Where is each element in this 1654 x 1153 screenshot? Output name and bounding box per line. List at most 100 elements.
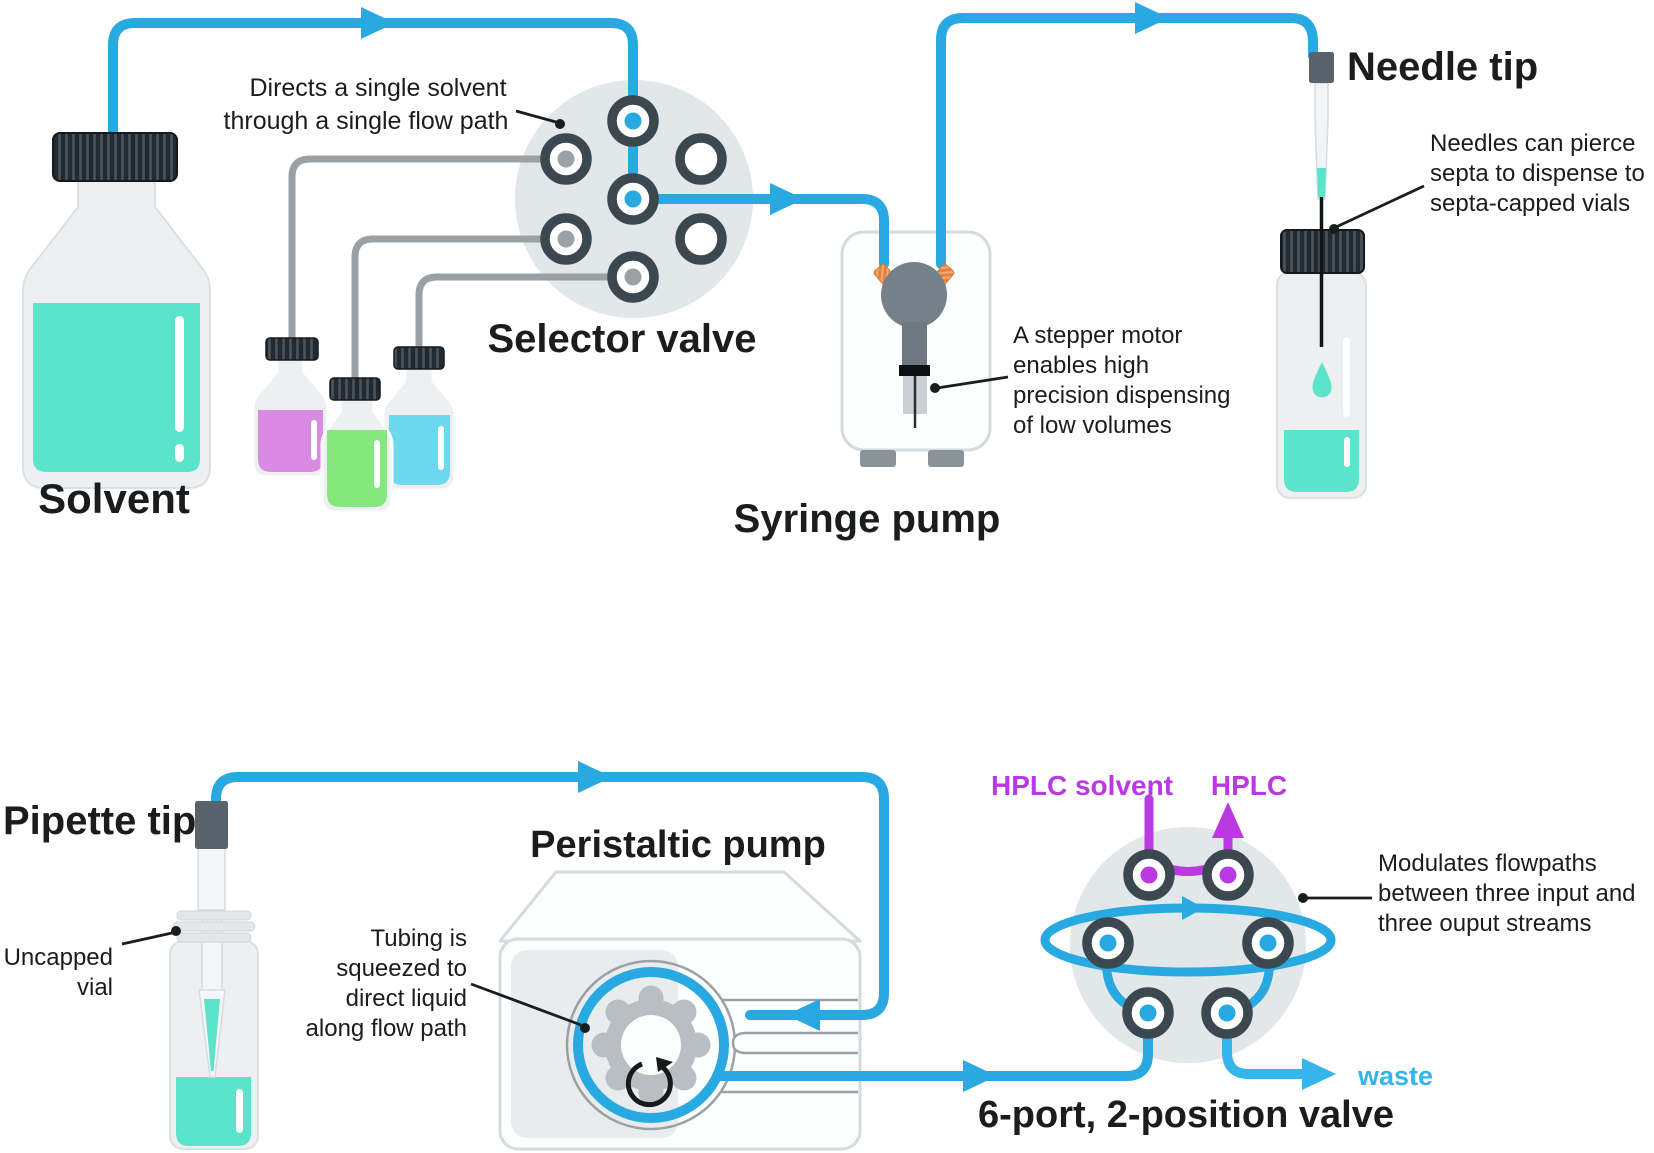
selector-valve-ports [540,95,727,303]
pipette-shaft [201,907,223,993]
flow-path-pipette-to-pump [211,772,889,1020]
bottle-cap [329,377,381,401]
pump-top-face [498,870,862,943]
tubing-note-line2: squeezed to [336,955,467,982]
leader-dot [580,1023,590,1033]
highlight [311,420,317,460]
stepper-note-line3: precision dispensing [1013,382,1230,409]
flow-arrow-icon [770,183,804,215]
leader-line [1333,184,1425,230]
highlight [374,440,380,488]
solvent-tube-2 [351,235,570,386]
highlight [236,1089,243,1133]
flow-path-pump-to-valve [714,1008,1153,1081]
bottle-liquid [327,430,387,507]
highlight [1344,437,1350,467]
vial-liquid [176,1077,251,1146]
leader-line [470,982,582,1027]
pipette-shaft-upper [197,847,226,911]
leader-line [121,931,173,946]
bottle-liquid [33,303,200,472]
flow-arrow-icon [361,7,395,39]
tubing-note-line1: Tubing is [371,925,468,952]
leader-dot [1298,893,1308,903]
flow-path-pump-to-needle [936,13,1318,269]
highlight [438,426,444,470]
highlight [175,316,184,432]
port-lower-left [540,213,592,265]
pump-foot [928,450,964,467]
syringe-pump-label: Syringe pump [734,497,1001,541]
port-top [607,95,659,147]
leader-line [936,375,1009,390]
vial-liquid [1284,430,1359,492]
port-lower-right [675,213,727,265]
vial-neck-thread [176,932,252,943]
flow-arrow-icon [963,1060,997,1092]
bottle-cap [52,132,178,182]
uncapped-vial [169,847,259,1150]
droplet-icon [1312,362,1332,398]
vial-neck-thread [172,921,256,932]
port-upper-left [540,133,592,185]
port-top-right [1202,849,1254,901]
valve-note-line3: three ouput streams [1378,910,1591,937]
gear-hub [621,1015,681,1075]
bottle-cap [393,346,445,370]
highlight [175,444,184,462]
pipette-tip-label: Pipette tip [3,799,196,843]
needle-note-line2: septa to dispense to [1430,160,1645,187]
valve-note-line1: Modulates flowpaths [1378,850,1597,877]
empty-tube-slot [731,1031,858,1055]
pump-tube-wrap [573,967,729,1123]
flow-arrow-icon [1135,2,1169,34]
highlight [1343,337,1350,417]
hplc-solvent-label: HPLC solvent [991,770,1173,801]
small-bottle-green [320,377,394,514]
small-bottle-cyan [381,346,457,492]
leader-dot [171,926,181,936]
stepper-note-line1: A stepper motor [1013,322,1182,349]
flow-arrow-icon [578,761,612,793]
port-top-left [1123,849,1175,901]
waste-arrow-icon [1302,1058,1336,1090]
pump-rotor-gear [591,985,711,1108]
tubing-note-line4: along flow path [306,1015,467,1042]
small-bottle-purple [251,337,330,479]
six-port-valve-label: 6-port, 2-position valve [978,1094,1394,1136]
leader-line [515,109,557,124]
port-right [1242,917,1294,969]
hplc-arrow-icon [1212,802,1244,838]
pump-foot [860,450,896,467]
port-bottom [607,251,659,303]
needle-note-line1: Needles can pierce [1430,130,1635,157]
syringe-collar [899,365,930,376]
port-center [607,173,659,225]
rotation-arrowhead-icon [656,1057,673,1072]
stepper-note-line2: enables high [1013,352,1149,379]
leader-dot [1329,224,1339,234]
stepper-note-line4: of low volumes [1013,412,1172,439]
needle-connector [1309,52,1334,83]
selector-valve-label: Selector valve [487,317,756,361]
rotation-arrow-icon [625,1061,673,1108]
port-left [1082,917,1134,969]
uncapped-note-line2: vial [77,974,113,1001]
solvent-bottle [22,132,211,489]
pipette-liquid [204,999,220,1071]
selector-note-line2: through a single flow path [224,107,509,135]
syringe-barrel [902,322,927,369]
selector-note-line1: Directs a single solvent [249,74,506,102]
stepper-motor-icon [881,262,947,328]
pipette-connector [195,801,228,849]
septa-capped-vial [1276,52,1367,499]
needle-tip-label: Needle tip [1347,45,1538,89]
port-bottom-right [1201,987,1253,1039]
flow-arrow-icon [1182,896,1204,920]
flow-arrow-icon [786,999,820,1031]
uncapped-note-line1: Uncapped [4,944,113,971]
bottle-cap [265,337,319,361]
vial-neck-thread [176,910,252,921]
